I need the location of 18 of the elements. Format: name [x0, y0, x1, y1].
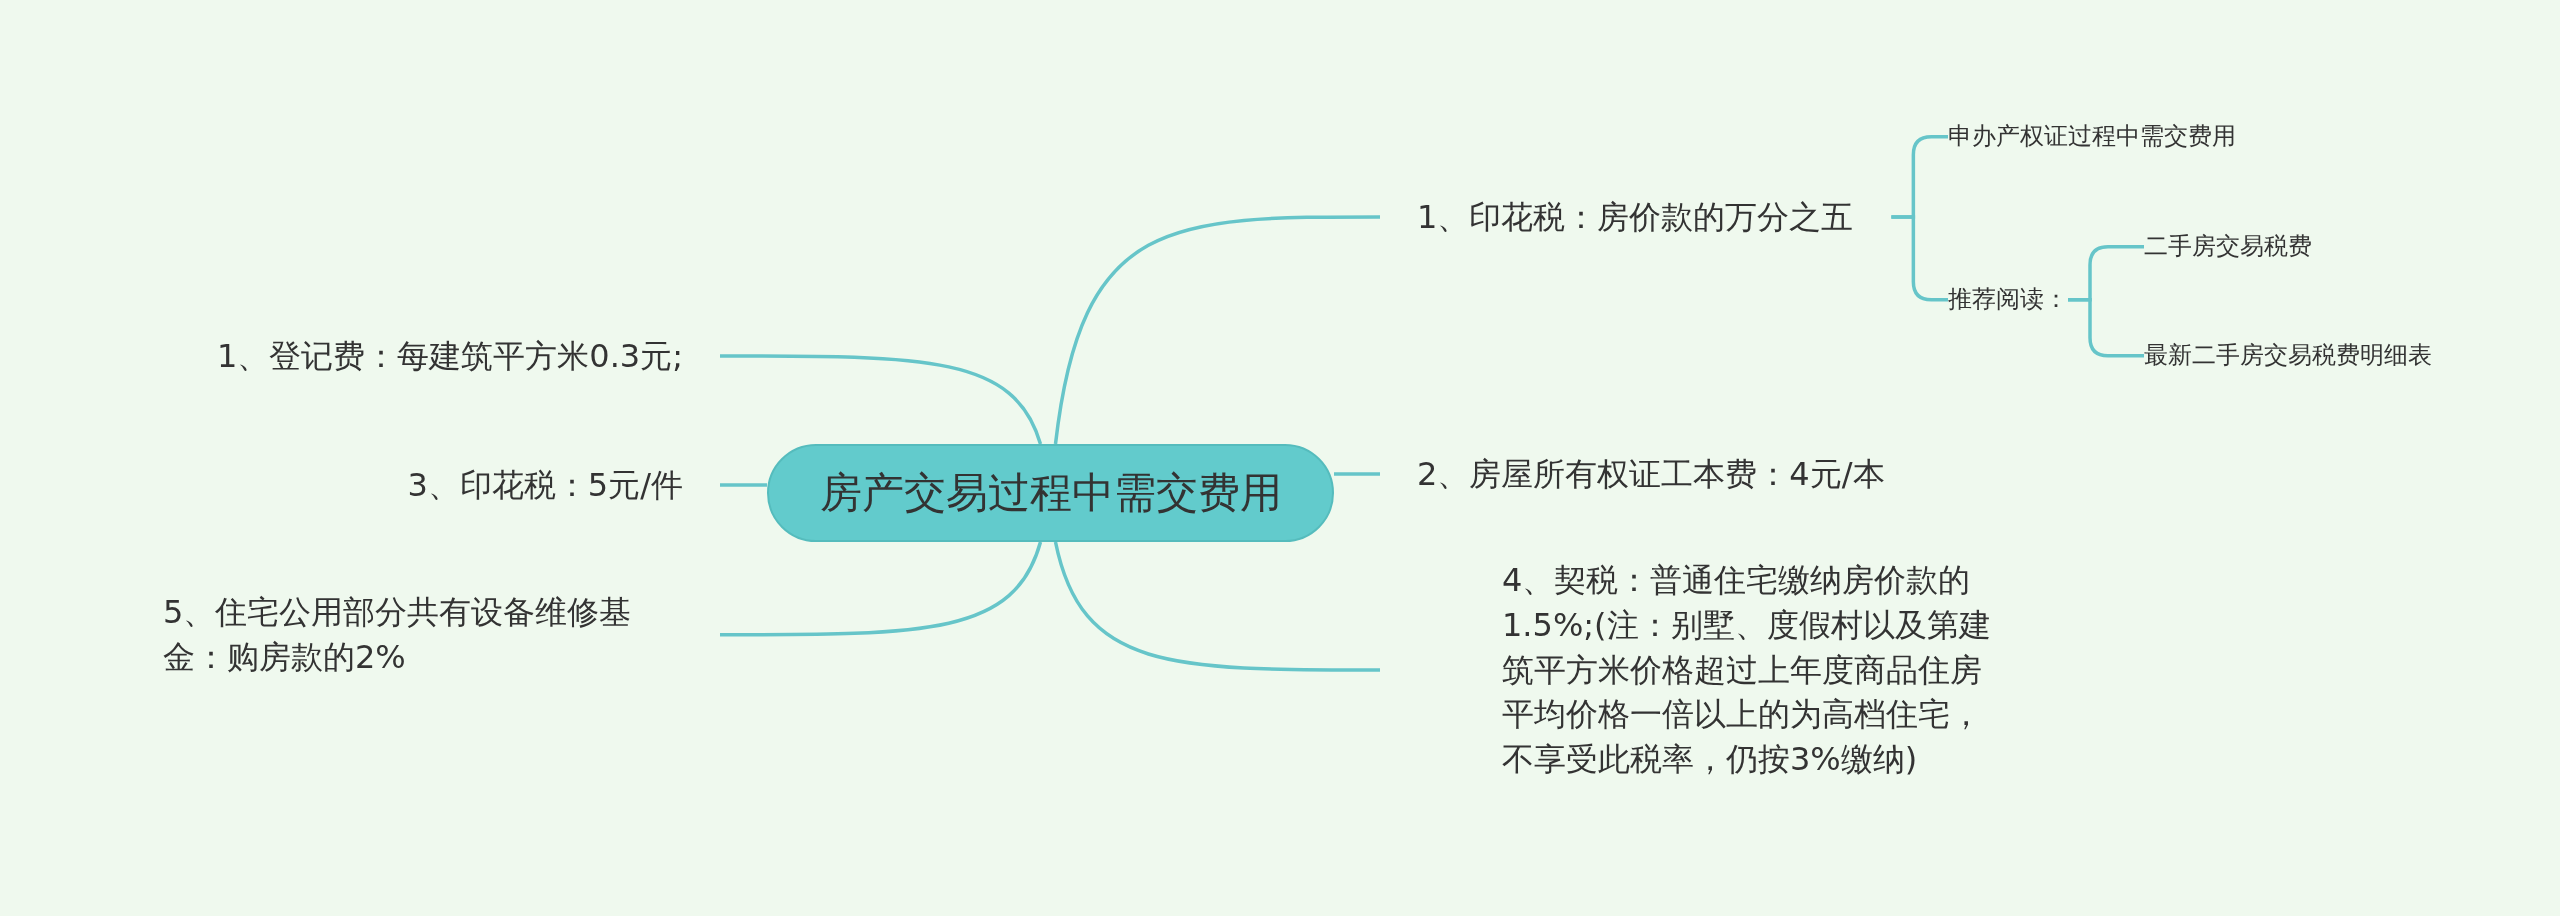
topic-text: 1、登记费：每建筑平方米0.3元; — [216, 335, 683, 377]
connector-line — [1053, 215, 1380, 445]
subtopic-text: 最新二手房交易税费明细表 — [2144, 340, 2432, 371]
topic-text: 5、住宅公用部分共有设备维修基金：购房款的2% — [163, 592, 633, 678]
connector-line — [720, 483, 767, 487]
central-topic-box: 房产交易过程中需交费用 — [767, 444, 1334, 542]
subtopic-text: 申办产权证过程中需交费用 — [1948, 121, 2236, 152]
topic-text: 4、契税：普通住宅缴纳房价款的1.5%;(注：别墅、度假村以及第建筑平方米价格超过上年度商品住房平均价格一倍以上的为高档住宅，不享受此税率，仍按3%缴纳) — [1502, 560, 1992, 781]
topic-text: 3、印花税：5元/件 — [407, 464, 683, 506]
connector-line — [1334, 472, 1380, 476]
connector-line — [720, 354, 1043, 445]
connector-line — [2068, 298, 2144, 358]
subtopic-text: 二手房交易税费 — [2144, 231, 2312, 262]
connector-line — [720, 541, 1043, 637]
subtopic-text: 推荐阅读： — [1948, 284, 2068, 315]
topic-text: 2、房屋所有权证工本费：4元/本 — [1417, 453, 1885, 495]
topic-text: 1、印花税：房价款的万分之五 — [1417, 196, 1854, 238]
connector-line — [1053, 541, 1380, 672]
